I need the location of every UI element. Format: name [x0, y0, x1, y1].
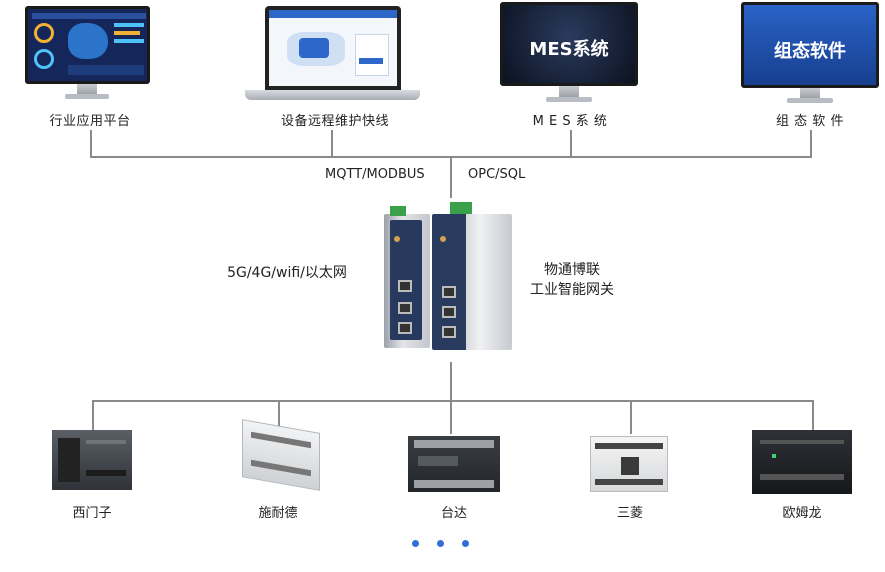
- gateway-label: 物通博联 工业智能网关: [522, 260, 622, 300]
- pagination-dot-3[interactable]: [462, 540, 469, 547]
- gateway-device-large: [432, 202, 512, 350]
- label-remote-maintenance: 设备远程维护快线: [280, 114, 389, 129]
- dashboard-screen: [25, 6, 150, 84]
- label-siemens: 西门子: [72, 506, 112, 521]
- mes-monitor: MES系统: [500, 2, 638, 104]
- plc-drop-5: [812, 400, 814, 434]
- remote-maintenance-laptop: [245, 6, 420, 102]
- scada-monitor: 组态软件: [741, 2, 879, 104]
- network-label: 5G/4G/wifi/以太网: [227, 265, 347, 281]
- drop-line-3: [570, 130, 572, 158]
- label-schneider: 施耐德: [258, 506, 298, 521]
- drop-line-1: [90, 130, 92, 158]
- gateway-up-line: [450, 156, 452, 198]
- plc-mitsubishi: [590, 436, 668, 492]
- gateway-down-line: [450, 362, 452, 402]
- scada-screen-text: 组态软件: [774, 41, 846, 62]
- label-scada: 组 态 软 件: [776, 114, 844, 129]
- protocol-left: MQTT/MODBUS: [325, 167, 425, 182]
- gateway-label-line2: 工业智能网关: [530, 282, 614, 298]
- gateway-label-line1: 物通博联: [544, 262, 600, 278]
- plc-delta: [408, 436, 500, 492]
- mes-screen: MES系统: [500, 2, 638, 86]
- plc-schneider: [242, 419, 320, 491]
- plc-drop-4: [630, 400, 632, 434]
- label-delta: 台达: [440, 506, 467, 521]
- drop-line-2: [331, 130, 333, 158]
- label-industry-platform: 行业应用平台: [49, 114, 131, 129]
- plc-omron: [752, 430, 852, 494]
- plc-drop-3: [450, 400, 452, 434]
- drop-line-4: [810, 130, 812, 158]
- bottom-bus-line: [92, 400, 814, 402]
- gateway-device-small: [384, 206, 430, 348]
- protocol-right: OPC/SQL: [468, 167, 526, 182]
- scada-screen: 组态软件: [741, 2, 879, 88]
- pagination-dot-2[interactable]: [437, 540, 444, 547]
- pagination-dot-1[interactable]: [412, 540, 419, 547]
- plc-drop-2: [278, 400, 280, 434]
- label-mes: M E S 系 统: [532, 114, 608, 129]
- plc-siemens: [52, 430, 132, 490]
- label-mitsubishi: 三菱: [616, 506, 643, 521]
- industry-platform-monitor: [25, 6, 150, 102]
- mes-screen-text: MES系统: [529, 39, 609, 60]
- laptop-screen: [265, 6, 401, 90]
- label-omron: 欧姆龙: [782, 506, 822, 521]
- plc-drop-1: [92, 400, 94, 434]
